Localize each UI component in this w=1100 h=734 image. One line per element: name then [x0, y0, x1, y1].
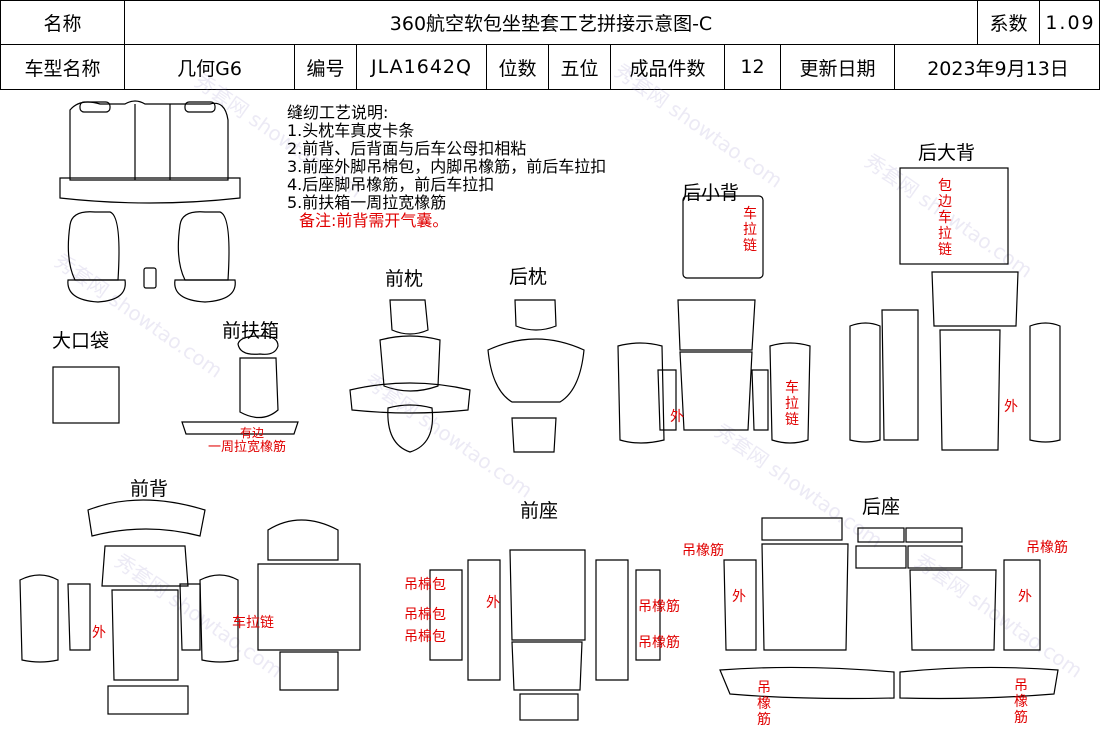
note-item: 1.头枕车真皮卡条 — [287, 121, 415, 140]
outer-note: 外 — [486, 595, 500, 611]
elastic-note: 吊橡筋 — [638, 635, 680, 651]
note-item: 3.前座外脚吊棉包，内脚吊橡筋，前后车拉扣 — [287, 157, 607, 176]
notes-title: 缝纫工艺说明: — [287, 103, 389, 122]
rear-headrest-pattern — [487, 299, 585, 453]
label-rear-headrest: 后枕 — [509, 266, 548, 288]
update-label: 更新日期 — [781, 45, 895, 89]
rear-seat-pattern — [719, 517, 1059, 700]
cotton-note: 吊棉包 — [404, 607, 446, 623]
rear-big-back-pattern — [849, 167, 1061, 451]
seat-overview-illustration — [59, 100, 241, 303]
header-row-2: 车型名称 几何G6 编号 JLA1642Q 位数 五位 成品件数 12 更新日期… — [0, 45, 1100, 90]
note-item: 4.后座脚吊橡筋，前后车拉扣 — [287, 175, 495, 194]
rear-seat-elastic-note: 吊橡筋 — [682, 543, 724, 559]
outer-note: 外 — [92, 625, 106, 641]
seats-label: 位数 — [487, 45, 549, 89]
armrest-edge-note: 有边 — [240, 426, 265, 440]
label-big-pocket: 大口袋 — [52, 330, 110, 352]
front-back-zip-note: 车拉链 — [232, 615, 274, 631]
big-pocket-panel — [52, 366, 120, 424]
outer-note: 外 — [1018, 589, 1032, 605]
pieces-label: 成品件数 — [611, 45, 725, 89]
rear-seat-elastic-note: 吊橡筋 — [1026, 540, 1068, 556]
label-front-back: 前背 — [130, 478, 169, 500]
sewing-notes: 缝纫工艺说明: 1.头枕车真皮卡条 2.前背、后背面与后车公母扣相粘 3.前座外… — [287, 104, 606, 230]
label-front-headrest: 前枕 — [385, 268, 424, 290]
name-label: 名称 — [1, 1, 125, 44]
update-value: 2023年9月13日 — [927, 57, 1069, 80]
notes-remark: 备注:前背需开气囊。 — [299, 211, 449, 230]
label-front-seat: 前座 — [520, 500, 559, 522]
rear-seat-bottom-elastic-note: 吊橡筋 — [1014, 678, 1028, 726]
front-armrest-pattern — [181, 335, 299, 435]
label-rear-seat: 后座 — [862, 496, 901, 518]
armrest-elastic-note: 一周拉宽橡筋 — [208, 440, 287, 455]
cotton-note: 吊棉包 — [404, 629, 446, 645]
rear-small-back-pattern — [617, 195, 811, 444]
small-back-side-zip-note: 车拉链 — [785, 380, 799, 428]
outer-note: 外 — [670, 409, 684, 425]
big-back-edge-zip-note: 包边车拉链 — [938, 178, 952, 258]
label-rear-small-back: 后小背 — [682, 182, 740, 204]
front-seat-pattern — [429, 549, 661, 721]
outer-note: 外 — [732, 589, 746, 605]
front-back-pattern — [19, 499, 361, 715]
cotton-note: 吊棉包 — [404, 577, 446, 593]
note-item: 2.前背、后背面与后车公母扣相粘 — [287, 139, 527, 158]
pieces-value: 12 — [725, 45, 781, 89]
model-value: 几何G6 — [125, 45, 295, 89]
label-rear-big-back: 后大背 — [918, 142, 976, 164]
seats-value: 五位 — [549, 45, 611, 89]
elastic-note: 吊橡筋 — [638, 599, 680, 615]
note-item: 5.前扶箱一周拉宽橡筋 — [287, 193, 447, 212]
coefficient-value: 1.09 — [1045, 11, 1096, 34]
model-label: 车型名称 — [1, 45, 125, 89]
header-row-1: 名称 360航空软包坐垫套工艺拼接示意图-C 系数 1.09 — [0, 0, 1100, 45]
label-front-armrest: 前扶箱 — [222, 320, 280, 342]
outer-note: 外 — [1004, 399, 1018, 415]
page-title: 360航空软包坐垫套工艺拼接示意图-C — [125, 1, 978, 44]
coefficient-label: 系数 — [978, 1, 1040, 44]
code-label: 编号 — [295, 45, 357, 89]
code-value: JLA1642Q — [357, 45, 487, 89]
rear-seat-bottom-elastic-note: 吊橡筋 — [757, 680, 771, 728]
front-headrest-pattern — [349, 299, 471, 453]
pattern-drawings — [19, 100, 1061, 721]
small-back-zip-note: 车拉链 — [743, 206, 757, 254]
